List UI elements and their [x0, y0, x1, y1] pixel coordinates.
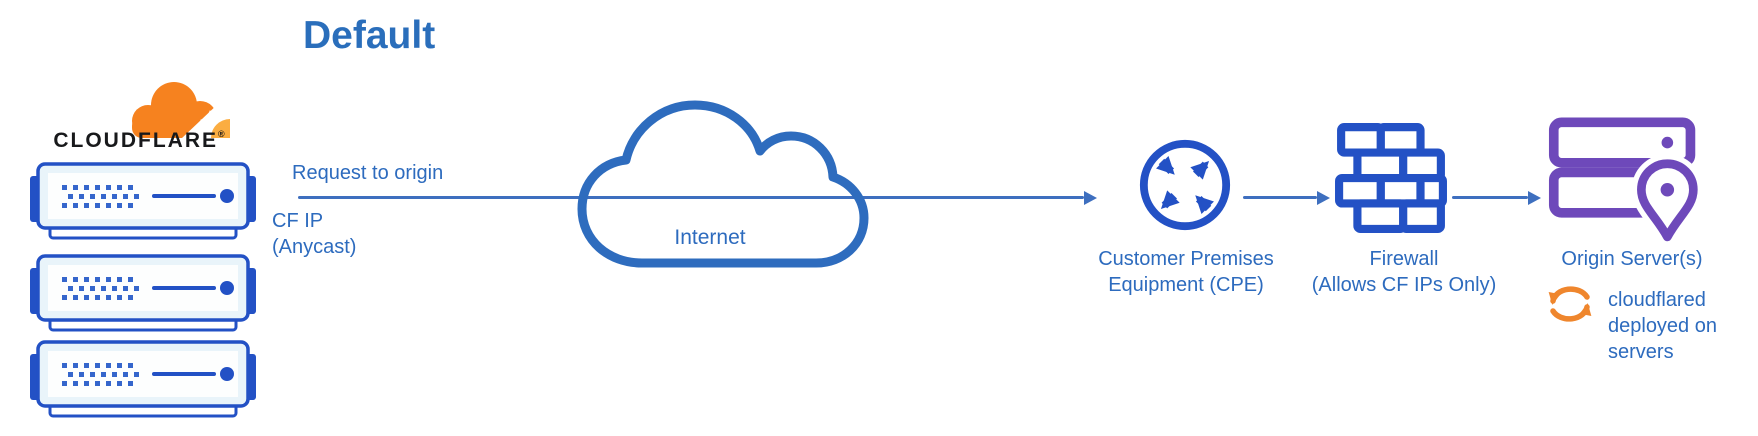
cloudflared-note-line1: cloudflared	[1608, 289, 1706, 311]
origin-label: Origin Server(s)	[1561, 248, 1703, 270]
request-to-origin-label: Request to origin	[292, 162, 444, 184]
request-arrow-line	[298, 196, 1084, 199]
location-pin-icon	[1631, 154, 1702, 250]
cpe-label-line1: Customer Premises	[1098, 248, 1274, 270]
firewall-label: Firewall (Allows CF IPs Only)	[1288, 246, 1520, 298]
server-rack-icon-1	[28, 160, 258, 242]
diagram-title: Default	[303, 14, 436, 57]
cloudflared-note-line3: servers	[1608, 341, 1674, 363]
firewall-label-line2: (Allows CF IPs Only)	[1311, 274, 1497, 296]
trademark-symbol: ®	[218, 129, 225, 139]
cf-ip-line2: (Anycast)	[272, 236, 357, 258]
cloudflare-wordmark-text: CLOUDFLARE	[53, 129, 218, 152]
sync-icon	[1540, 281, 1600, 329]
cf-ip-label: CF IP (Anycast)	[272, 208, 356, 260]
cpe-firewall-arrow-head	[1317, 190, 1330, 205]
firewall-origin-arrow-head	[1528, 190, 1541, 205]
firewall-label-line1: Firewall	[1369, 248, 1439, 270]
server-rack-icon-3	[28, 338, 258, 420]
internet-cloud-icon: Internet	[558, 92, 876, 274]
cloudflared-note-line2: deployed on	[1608, 315, 1717, 337]
server-rack-icon-2	[28, 252, 258, 334]
cf-ip-line1: CF IP	[272, 210, 324, 232]
cpe-label-line2: Equipment (CPE)	[1108, 274, 1264, 296]
cpe-router-icon	[1136, 136, 1234, 234]
origin-servers-icon	[1548, 116, 1702, 250]
cpe-label: Customer Premises Equipment (CPE)	[1062, 246, 1310, 298]
firewall-icon	[1334, 120, 1448, 234]
cloudflare-logo-icon	[118, 74, 240, 146]
firewall-origin-arrow-line	[1452, 196, 1528, 199]
cloudflared-note: cloudflared deployed on servers	[1608, 287, 1717, 365]
request-arrow-head	[1084, 190, 1097, 205]
cloudflare-wordmark: CLOUDFLARE®	[36, 129, 242, 153]
internet-label: Internet	[674, 226, 745, 249]
cpe-firewall-arrow-line	[1243, 196, 1317, 199]
